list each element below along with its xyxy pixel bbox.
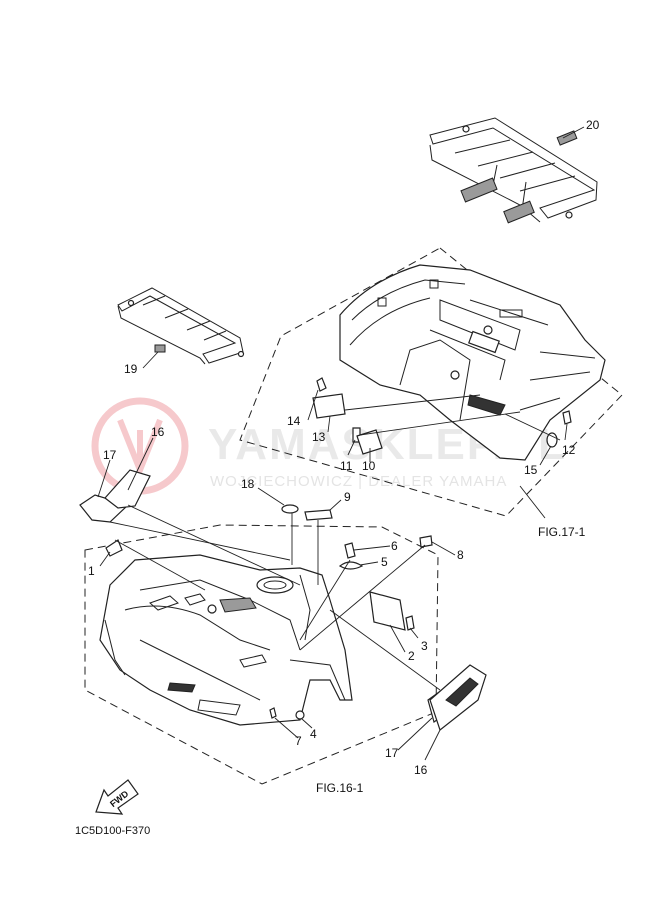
callout-19: 19 bbox=[124, 362, 138, 376]
callout-6: 6 bbox=[391, 539, 398, 553]
fwd-arrow-icon bbox=[95, 779, 139, 815]
bolt-6 bbox=[344, 542, 356, 559]
plate-2 bbox=[369, 591, 406, 631]
bolt-3 bbox=[405, 615, 415, 631]
callouts: 20 19 14 13 11 10 12 15 16 17 18 9 6 5 8… bbox=[88, 118, 600, 777]
grommet-15 bbox=[546, 432, 558, 448]
rivet-7 bbox=[269, 707, 277, 719]
decal-16-left bbox=[104, 469, 151, 509]
callout-13: 13 bbox=[312, 430, 326, 444]
watermark-logo-fork-icon bbox=[117, 418, 163, 479]
callout-8: 8 bbox=[457, 548, 464, 562]
leader-lines bbox=[97, 126, 585, 761]
callout-2: 2 bbox=[408, 649, 415, 663]
rear-carrier bbox=[429, 117, 598, 224]
callout-17-left: 17 bbox=[103, 448, 117, 462]
front-fender bbox=[99, 554, 353, 726]
rear-group-boundary bbox=[239, 247, 623, 517]
plate-13 bbox=[312, 393, 346, 419]
callout-5: 5 bbox=[381, 555, 388, 569]
callout-15: 15 bbox=[524, 463, 538, 477]
label-20 bbox=[556, 130, 578, 146]
front-carrier bbox=[117, 287, 245, 365]
callout-10: 10 bbox=[362, 459, 376, 473]
callout-3: 3 bbox=[421, 639, 428, 653]
rear-small-parts bbox=[312, 377, 572, 455]
bolt-14 bbox=[316, 377, 327, 392]
label-19 bbox=[154, 344, 166, 353]
grommet-5 bbox=[338, 561, 364, 570]
callout-14: 14 bbox=[287, 414, 301, 428]
fwd-arrow: FWD bbox=[95, 779, 139, 815]
callout-20: 20 bbox=[586, 118, 600, 132]
fig-ref-front: FIG.16-1 bbox=[316, 781, 364, 795]
callout-1: 1 bbox=[88, 564, 95, 578]
clip-12 bbox=[562, 410, 572, 425]
fig-ref-rear: FIG.17-1 bbox=[538, 525, 586, 539]
callout-17-right: 17 bbox=[385, 746, 399, 760]
label-8 bbox=[419, 535, 433, 548]
emblem-18 bbox=[281, 504, 299, 514]
decals-left bbox=[79, 469, 151, 523]
drawing-code: 1C5D100-F370 bbox=[75, 825, 150, 837]
callout-11: 11 bbox=[340, 459, 353, 473]
callout-4: 4 bbox=[310, 727, 317, 741]
watermark-dealer: WOJCIECHOWICZ | DEALER YAMAHA bbox=[210, 473, 507, 490]
front-group-boundary bbox=[84, 524, 439, 785]
callout-16-right: 16 bbox=[414, 763, 428, 777]
callout-9: 9 bbox=[344, 490, 351, 504]
reflector-10 bbox=[356, 429, 383, 455]
callout-16-left: 16 bbox=[151, 425, 165, 439]
callout-7: 7 bbox=[295, 734, 302, 748]
callout-18: 18 bbox=[241, 477, 255, 491]
front-small-parts bbox=[105, 504, 433, 720]
label-9 bbox=[304, 509, 333, 521]
nut-4 bbox=[295, 710, 305, 720]
decals-right bbox=[427, 664, 487, 732]
callout-12: 12 bbox=[562, 443, 576, 457]
